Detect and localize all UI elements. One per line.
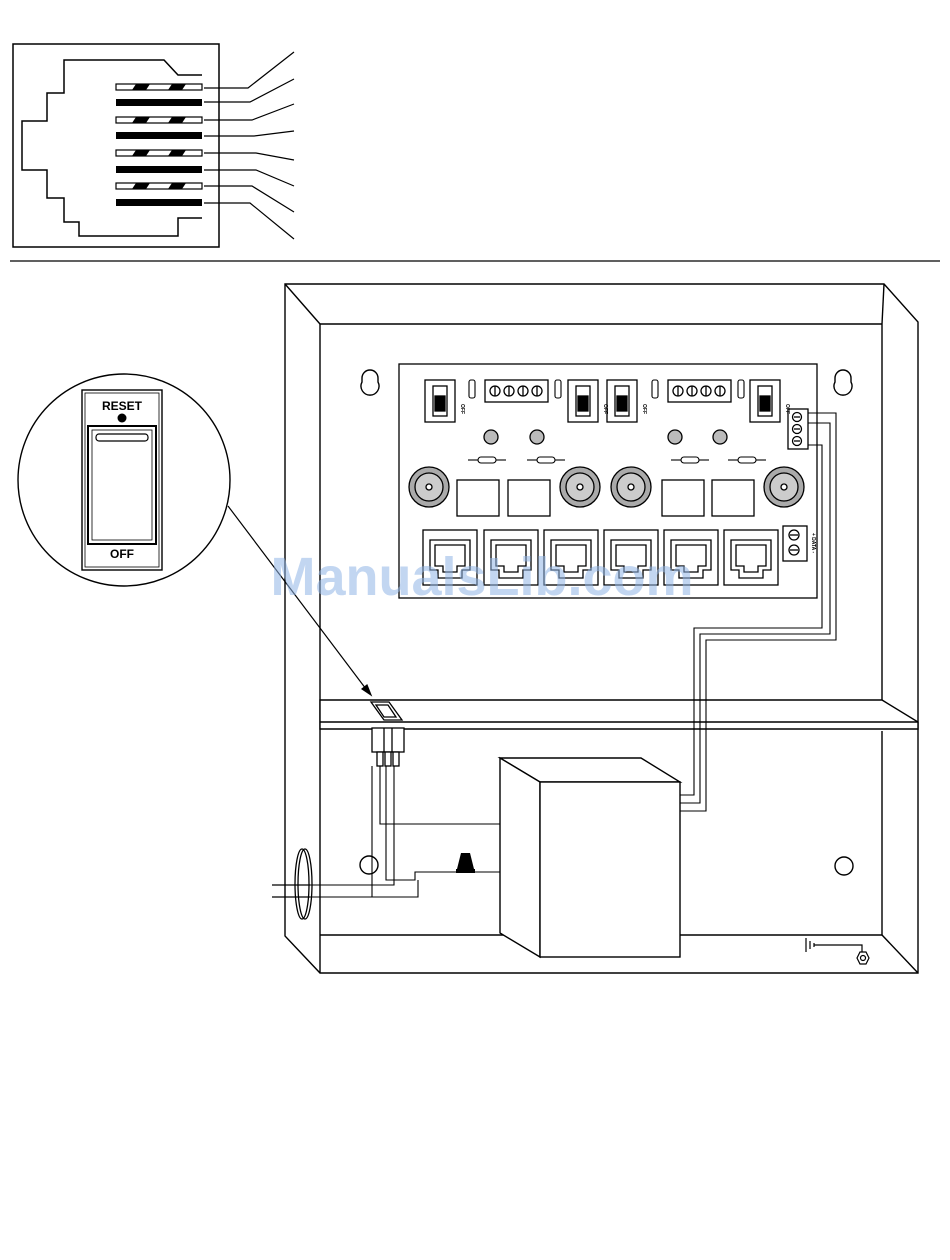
rj-jack-pinout bbox=[13, 44, 294, 247]
contact-2 bbox=[116, 99, 202, 106]
transformer bbox=[500, 758, 680, 957]
contact-3 bbox=[116, 117, 202, 123]
contact-5 bbox=[116, 150, 202, 156]
line-voltage-wires bbox=[310, 766, 500, 897]
keyhole-right bbox=[834, 370, 852, 395]
reset-indicator bbox=[118, 414, 127, 423]
cable-knockout bbox=[272, 849, 312, 919]
off-label: OFF bbox=[110, 547, 134, 561]
keyhole-left bbox=[361, 370, 379, 395]
contact-1 bbox=[116, 84, 202, 90]
capacitor-1 bbox=[409, 467, 449, 507]
capacitor-4 bbox=[764, 467, 804, 507]
reset-label: RESET bbox=[102, 399, 143, 413]
dip-switch-label-3: OFF bbox=[641, 404, 647, 414]
dip-switch-label-2: OFF bbox=[602, 404, 608, 414]
dip-switch-label-4: OFF bbox=[784, 404, 790, 414]
dip-switch-label-1: OFF bbox=[459, 404, 465, 414]
contact-6 bbox=[116, 166, 202, 173]
pin-leader-lines bbox=[204, 52, 294, 239]
capacitor-3 bbox=[611, 467, 651, 507]
watermark: ManualsLib.com bbox=[270, 547, 693, 607]
mounting-hole-left bbox=[360, 856, 378, 874]
wire-nut bbox=[456, 853, 475, 873]
contact-7 bbox=[116, 183, 202, 189]
contact-4 bbox=[116, 132, 202, 139]
capacitor-2 bbox=[560, 467, 600, 507]
data-terminal-label: + DATA - bbox=[810, 533, 816, 554]
mounting-hole-right bbox=[835, 857, 853, 875]
ground-symbol bbox=[806, 938, 869, 964]
contact-8 bbox=[116, 199, 202, 206]
